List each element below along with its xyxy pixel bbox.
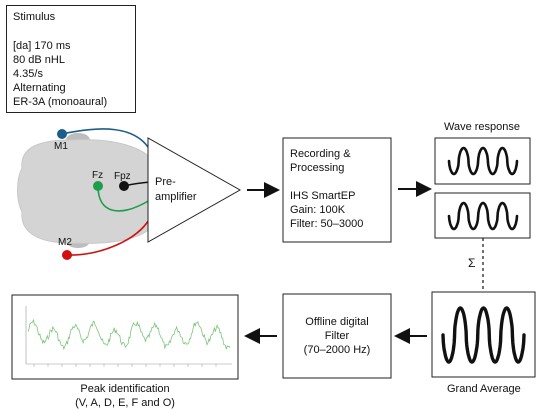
m1-label: M1 (54, 141, 68, 152)
wave-response-trace-1 (447, 146, 519, 176)
m2-wire (66, 217, 151, 256)
grand-average-trace (441, 306, 526, 364)
grand-average-box (431, 291, 536, 378)
m2-electrode (62, 250, 72, 260)
m1-electrode (57, 129, 67, 139)
head-shape (17, 139, 163, 244)
stimulus-line: Alternating (13, 82, 66, 94)
offline-filter-box (282, 293, 392, 379)
fz-electrode (93, 181, 103, 191)
stimulus-title: Stimulus (13, 11, 56, 23)
peak-identification-line2: (V, A, D, E, F and O) (75, 397, 175, 409)
offline-filter-line2: Filter (324, 330, 350, 342)
fz-wire (97, 185, 151, 212)
stimulus-line: [da] 170 ms (13, 40, 71, 52)
m1-wire (61, 128, 151, 151)
sum-symbol: Σ (468, 256, 476, 270)
recording-title-line1: Recording & (290, 148, 351, 160)
stimulus-line: ER-3A (monoaural) (13, 96, 108, 108)
recording-gain: Gain: 100K (290, 204, 346, 216)
recording-title-line2: Processing (290, 162, 345, 174)
preamp-label-line2: amplifier (155, 191, 197, 203)
preamplifier-triangle (147, 137, 242, 243)
peak-identification-line1: Peak identification (80, 383, 170, 395)
recording-device: IHS SmartEP (290, 190, 356, 202)
peak-plot-trace (27, 319, 231, 350)
m2-label: M2 (58, 237, 72, 248)
fz-label: Fz (92, 170, 104, 181)
stimulus-line: 4.35/s (13, 68, 43, 80)
head-illustration (17, 133, 164, 248)
peak-plot-ticks (33, 364, 217, 367)
stimulus-box: Stimulus [da] 170 ms 80 dB nHL 4.35/s Al… (6, 5, 136, 113)
stimulus-line: 80 dB nHL (13, 54, 65, 66)
preamp-label-line1: Pre- (155, 176, 176, 188)
peak-plot-box (11, 294, 239, 380)
wave-response-box-1 (434, 137, 531, 185)
offline-filter-line3: (70–2000 Hz) (303, 344, 371, 356)
wave-response-trace-2 (447, 201, 519, 231)
grand-average-label: Grand Average (447, 383, 521, 395)
recording-filter: Filter: 50–3000 (290, 218, 364, 230)
fpz-electrode (119, 181, 129, 191)
peak-plot (25, 306, 232, 367)
fpz-label: Fpz (114, 171, 131, 182)
wave-response-box-2 (434, 192, 531, 239)
offline-filter-line1: Offline digital (305, 316, 369, 328)
recording-box (282, 137, 392, 243)
wave-response-label: Wave response (444, 121, 521, 133)
